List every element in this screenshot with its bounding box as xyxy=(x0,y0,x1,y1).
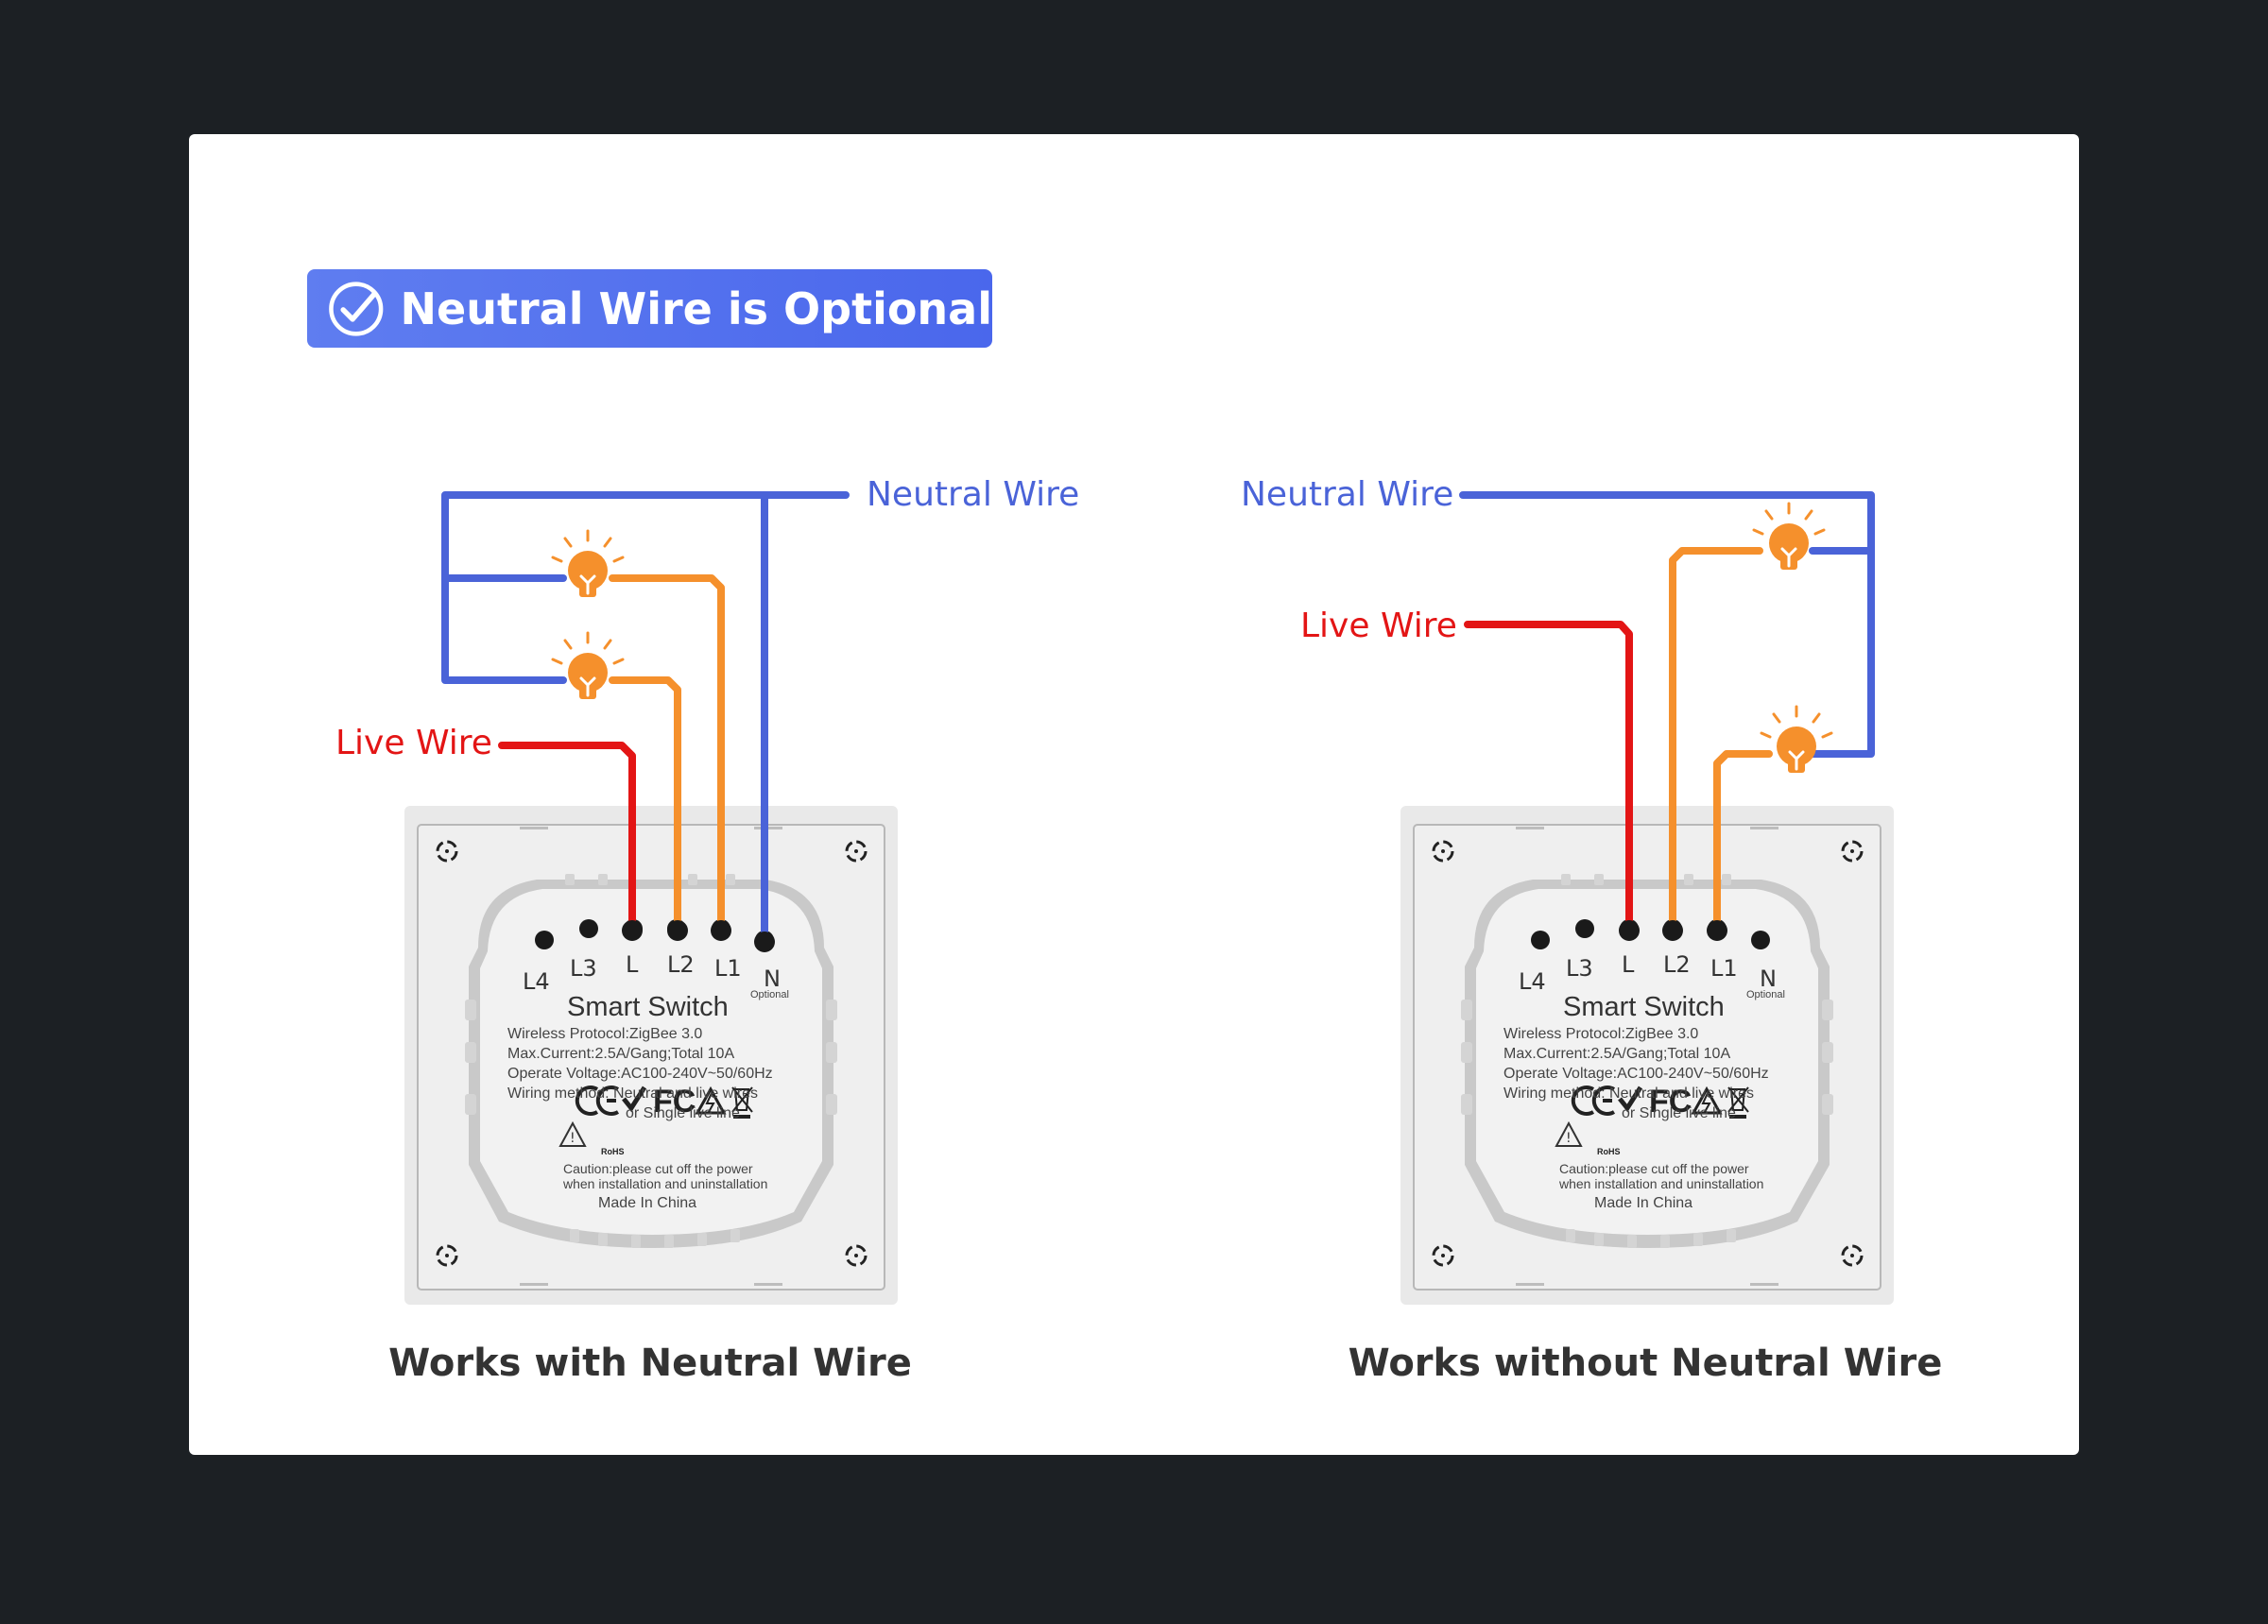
right-live-label: Live Wire xyxy=(1300,607,1457,645)
left-bulb-1-icon xyxy=(551,529,625,599)
left-live-wire xyxy=(498,742,636,934)
spec-line-3: Operate Voltage:AC100-240V~50/60Hz xyxy=(1503,1066,1769,1082)
spec-line-2: Max.Current:2.5A/Gang;Total 10A xyxy=(1503,1046,1730,1062)
terminal-l2: L2 xyxy=(1663,951,1691,978)
left-switch-labels: L4 L3 L L2 L1 N Optional Smart Switch Wi… xyxy=(507,951,789,1211)
right-load-wires xyxy=(1669,547,1773,934)
terminal-n-optional: Optional xyxy=(1746,989,1785,1000)
caution-line-2: when installation and uninstallation xyxy=(562,1176,767,1191)
terminal-l4: L4 xyxy=(523,968,550,995)
spec-line-1: Wireless Protocol:ZigBee 3.0 xyxy=(507,1026,702,1042)
right-live-wire xyxy=(1464,621,1633,934)
terminal-l3: L3 xyxy=(1566,955,1593,982)
left-neutral-wire xyxy=(441,491,850,944)
spec-line-4: Wiring method: Neutral and live wires xyxy=(507,1086,758,1102)
right-caption: Works without Neutral Wire xyxy=(1348,1342,1943,1385)
terminal-n: N xyxy=(764,966,781,992)
right-switch-labels: L4 L3 L L2 L1 N Optional Smart Switch Wi… xyxy=(1503,951,1785,1211)
terminal-l1: L1 xyxy=(714,955,742,982)
right-neutral-wire xyxy=(1459,491,1875,758)
left-wiring-diagram: Neutral Wire Live Wire xyxy=(335,475,1079,1305)
terminal-l2: L2 xyxy=(667,951,695,978)
badge-label: Neutral Wire is Optional xyxy=(400,282,992,334)
left-bulb-2-icon xyxy=(551,631,625,701)
rohs-mark: RoHS xyxy=(1597,1147,1621,1156)
left-live-label: Live Wire xyxy=(335,724,492,762)
left-neutral-label: Neutral Wire xyxy=(867,475,1079,514)
spec-line-5: or Single live line xyxy=(626,1105,740,1121)
caution-line-1: Caution:please cut off the power xyxy=(563,1161,753,1176)
right-bulb-2-icon xyxy=(1760,705,1833,775)
terminal-l: L xyxy=(626,951,639,978)
right-wiring-diagram: Neutral Wire Live Wire xyxy=(1241,475,1894,1305)
caution-line-1: Caution:please cut off the power xyxy=(1559,1161,1749,1176)
made-in-label: Made In China xyxy=(598,1195,696,1211)
check-circle-icon xyxy=(329,281,384,336)
rohs-mark: RoHS xyxy=(601,1147,625,1156)
terminal-n-optional: Optional xyxy=(750,989,789,1000)
switch-title: Smart Switch xyxy=(1563,992,1725,1022)
terminal-n: N xyxy=(1760,966,1777,992)
terminal-l: L xyxy=(1622,951,1635,978)
made-in-label: Made In China xyxy=(1594,1195,1692,1211)
right-neutral-label: Neutral Wire xyxy=(1241,475,1453,514)
left-caption: Works with Neutral Wire xyxy=(388,1342,912,1385)
terminal-l3: L3 xyxy=(570,955,597,982)
spec-line-5: or Single live line xyxy=(1622,1105,1736,1121)
neutral-optional-badge: Neutral Wire is Optional xyxy=(307,269,992,348)
terminal-l4: L4 xyxy=(1519,968,1546,995)
caution-line-2: when installation and uninstallation xyxy=(1558,1176,1763,1191)
spec-line-3: Operate Voltage:AC100-240V~50/60Hz xyxy=(507,1066,773,1082)
spec-line-2: Max.Current:2.5A/Gang;Total 10A xyxy=(507,1046,734,1062)
spec-line-4: Wiring method: Neutral and live wires xyxy=(1503,1086,1754,1102)
switch-title: Smart Switch xyxy=(567,992,729,1022)
terminal-l1: L1 xyxy=(1710,955,1738,982)
right-bulb-1-icon xyxy=(1752,502,1826,572)
spec-line-1: Wireless Protocol:ZigBee 3.0 xyxy=(1503,1026,1698,1042)
left-load-wires xyxy=(609,574,725,934)
